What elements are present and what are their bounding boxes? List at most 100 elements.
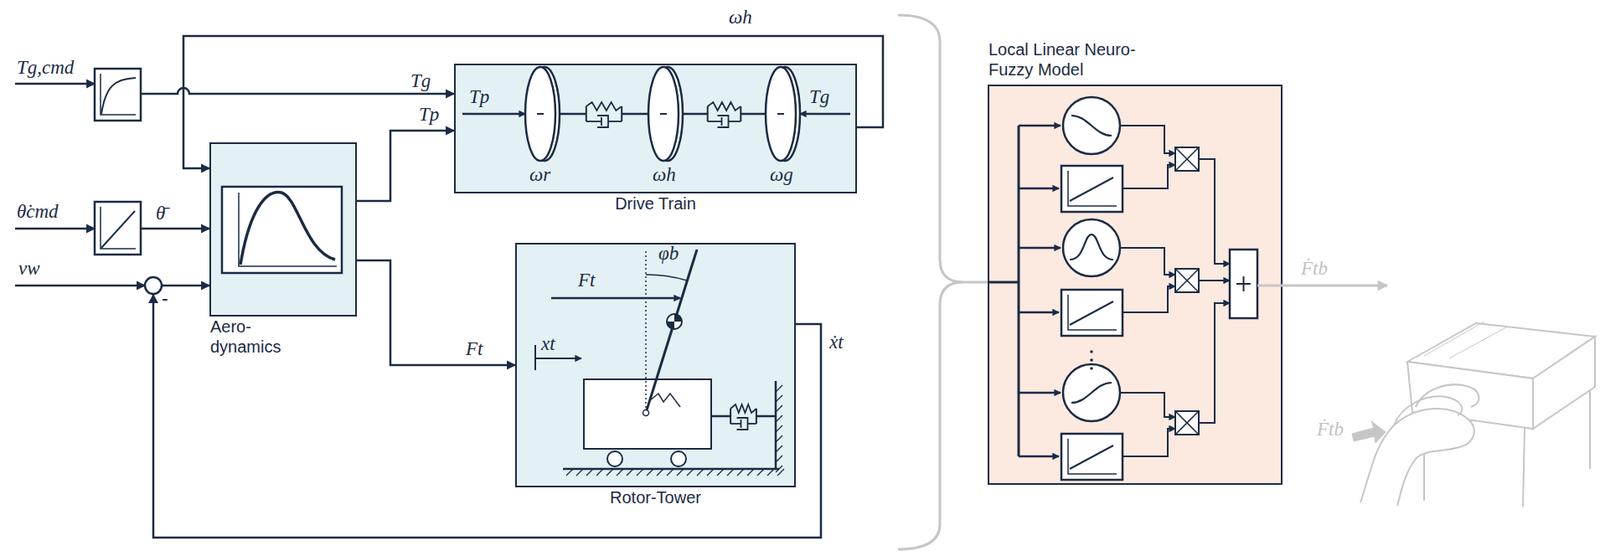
sum-input bbox=[1198, 303, 1230, 424]
block-heading: Rotor-Tower bbox=[516, 487, 795, 508]
ground-hatch bbox=[646, 469, 654, 476]
ground-hatch bbox=[767, 469, 775, 476]
wall-hatch bbox=[775, 425, 783, 433]
shaft-line bbox=[682, 113, 708, 116]
input-signal-label: θ̇cmd bbox=[16, 201, 59, 222]
spring-symbol bbox=[586, 102, 622, 111]
activation-curve bbox=[1071, 115, 1112, 136]
signal-label: Tg bbox=[410, 70, 431, 92]
sum-input bbox=[1198, 279, 1230, 282]
disk-axis bbox=[660, 113, 667, 115]
ground-hatch bbox=[596, 469, 604, 476]
rotational-spring bbox=[675, 400, 681, 408]
signal-label: θ̄ bbox=[155, 202, 166, 224]
coupling-frame bbox=[729, 408, 732, 424]
shaft-line bbox=[559, 113, 587, 116]
axis-line bbox=[1068, 294, 1117, 331]
connector-label: ωh bbox=[728, 6, 753, 28]
continuation-dot bbox=[1089, 358, 1094, 362]
ground-hatch bbox=[727, 469, 734, 476]
axis-line bbox=[1068, 438, 1117, 475]
disk-axis bbox=[536, 113, 544, 115]
input-branch bbox=[1018, 124, 1061, 128]
ground-hatch bbox=[696, 469, 704, 476]
inertia-disk bbox=[648, 67, 679, 161]
ground-hatch bbox=[616, 469, 624, 476]
output-signal-label: Ḟtb bbox=[1300, 258, 1328, 279]
model-output bbox=[1257, 284, 1388, 288]
ground-line bbox=[562, 468, 780, 471]
signal-connector bbox=[356, 130, 455, 202]
ground-hatch bbox=[636, 469, 644, 476]
torque-arrow bbox=[462, 113, 526, 116]
multiplier-cross bbox=[1175, 411, 1199, 435]
validity-function-circle bbox=[1063, 219, 1120, 277]
ground-hatch bbox=[686, 469, 694, 476]
wall-hatch bbox=[775, 395, 783, 403]
speed-label: ωg bbox=[769, 164, 794, 186]
multiplier-cross bbox=[1175, 147, 1199, 171]
angle-label: φb bbox=[658, 242, 679, 264]
ground-hatch bbox=[656, 469, 664, 476]
damper-symbol bbox=[597, 115, 609, 128]
ground-hatch bbox=[757, 469, 764, 476]
linear-curve bbox=[1069, 301, 1114, 326]
ground-hatch bbox=[747, 469, 754, 476]
torque-label: Tg bbox=[809, 86, 830, 108]
input-signal-label: vw bbox=[18, 258, 41, 279]
thrust-arrow bbox=[551, 297, 681, 300]
activation-curve bbox=[1069, 234, 1114, 260]
arrowhead bbox=[148, 294, 159, 304]
continuation-dot bbox=[1089, 350, 1094, 354]
inertia-disk bbox=[525, 67, 556, 161]
multiplier-cross bbox=[1175, 268, 1199, 293]
ground-hatch bbox=[626, 469, 634, 476]
wind-wire bbox=[15, 284, 145, 288]
blade-line bbox=[645, 249, 697, 413]
speed-label: ωr bbox=[529, 164, 551, 186]
integrator-block bbox=[94, 201, 141, 255]
local-model-wire bbox=[1122, 165, 1176, 189]
step-response-curve bbox=[101, 77, 136, 114]
linear-curve bbox=[1069, 445, 1114, 470]
wall-hatch bbox=[775, 415, 783, 423]
wall-hatch bbox=[775, 455, 783, 463]
bench-leg bbox=[1589, 390, 1591, 470]
pitch-wire bbox=[140, 227, 210, 231]
sign-label: - bbox=[161, 288, 169, 310]
summing-junction bbox=[144, 277, 162, 295]
finger-outline bbox=[1415, 384, 1480, 408]
torque-arrow bbox=[462, 117, 526, 119]
rotor-mass bbox=[666, 314, 682, 330]
multiplier-symbol bbox=[1175, 147, 1199, 171]
sum-block bbox=[1229, 249, 1258, 319]
coupling-frame bbox=[707, 106, 709, 122]
input-bus bbox=[963, 281, 988, 284]
input-branch bbox=[1018, 455, 1059, 459]
wall-hatch bbox=[775, 465, 783, 473]
wall-hatch bbox=[775, 405, 783, 413]
connector-label: Tp bbox=[418, 103, 439, 125]
output-signal-label: Ḟtb bbox=[1316, 418, 1344, 440]
block-heading: Drive Train bbox=[455, 193, 856, 214]
torque-arrow bbox=[800, 113, 851, 116]
damper-symbol bbox=[717, 115, 729, 128]
sum-input bbox=[1198, 159, 1230, 264]
connector-label: Ft bbox=[465, 338, 483, 360]
damper-symbol bbox=[600, 117, 603, 126]
input-wire bbox=[15, 227, 95, 231]
speed-label: ωh bbox=[652, 164, 677, 186]
damper-symbol bbox=[721, 117, 723, 126]
ground-hatch bbox=[737, 469, 744, 476]
linear-model-box bbox=[1061, 433, 1123, 480]
input-bus bbox=[987, 281, 1019, 284]
ground-hatch bbox=[586, 469, 594, 476]
ground-hatch bbox=[717, 469, 724, 476]
block-heading: Aero- dynamics bbox=[210, 316, 281, 357]
bench-texture bbox=[1449, 326, 1508, 359]
damper-symbol bbox=[728, 120, 742, 123]
ground-hatch bbox=[566, 469, 573, 476]
validity-wire bbox=[1120, 125, 1176, 154]
